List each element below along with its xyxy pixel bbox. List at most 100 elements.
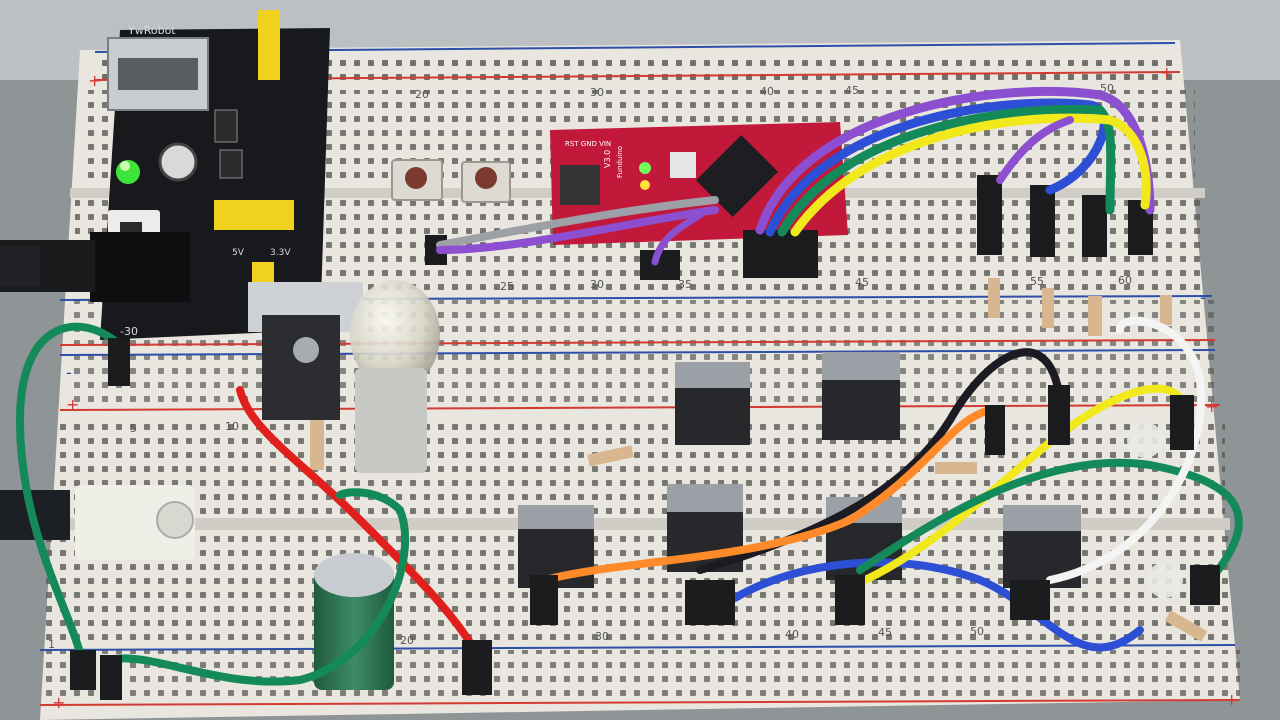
col-num: 1 [48, 638, 55, 651]
col-num: 5 [130, 422, 137, 435]
bottom-row-numbers: 1 20 30 40 45 50 [48, 625, 984, 651]
barrel-jack[interactable] [90, 232, 190, 302]
rail-bottom-blue-line [39, 644, 1236, 651]
header-pin-1 [977, 175, 1002, 255]
push-button-1-cap[interactable] [405, 167, 427, 189]
rail-plus-top-left: + [88, 71, 101, 90]
low-row-numbers: 5 10 [130, 420, 239, 435]
module-code: -30 [120, 325, 138, 338]
col-num: 30 [595, 630, 609, 643]
rail-plus-mid-right: + [1205, 397, 1218, 416]
capacitor-top [314, 553, 394, 597]
resistor [1160, 295, 1172, 325]
wire-connector [100, 655, 122, 700]
label-5v: 5V [232, 248, 245, 258]
potentiometer[interactable] [75, 485, 195, 560]
col-num: 45 [878, 626, 892, 639]
col-num: 55 [1030, 275, 1044, 288]
wire-purple-nano [651, 211, 704, 266]
clear-led-2 [1147, 562, 1183, 598]
electrolytic-cap-small [158, 142, 198, 182]
electrolytic-capacitor [314, 553, 394, 690]
wire-end-connectors [70, 338, 1220, 700]
resistor [935, 462, 977, 474]
col-num: 25 [500, 280, 514, 293]
volt-label: 3.3V [270, 248, 291, 258]
wire-white [1046, 316, 1206, 584]
bulb-glass [350, 280, 440, 390]
wire-connector [108, 338, 130, 386]
push-button-1[interactable] [391, 159, 443, 201]
strip-lower-a [55, 420, 1225, 515]
push-button-2[interactable] [461, 161, 511, 203]
dc-cable [0, 246, 40, 286]
col-num: 35 [678, 278, 692, 291]
rail-bottom [40, 650, 1240, 700]
col-num: 60 [1118, 274, 1132, 287]
nano-led-yellow [640, 180, 650, 190]
mosfet-tab [822, 352, 900, 380]
nano-led-green [639, 162, 651, 174]
wire-purple-short [996, 116, 1074, 184]
header-pin-3 [1082, 195, 1107, 257]
nano-version: V3.0 [603, 150, 612, 168]
regulator-small-2 [219, 149, 243, 179]
rail-mid-red-1 [59, 339, 1216, 346]
col-num: 20 [415, 88, 429, 101]
col-num: 10 [225, 420, 239, 433]
jumper-wires [15, 86, 1243, 686]
wire-connector [1190, 565, 1220, 605]
col-num: 30 [590, 86, 604, 99]
jumper-header-row[interactable] [214, 200, 294, 230]
jumper-header-top[interactable] [258, 10, 280, 80]
wire-connector [685, 580, 735, 625]
col-num: 40 [760, 85, 774, 98]
col-num: 30 [590, 278, 604, 291]
potentiometer-knob[interactable] [156, 501, 194, 539]
wire-connector [1170, 395, 1194, 450]
mosfet-tab [667, 484, 743, 512]
rail-plus-top-right: + [1160, 63, 1173, 82]
nano-reset-button[interactable] [670, 152, 696, 178]
wire-connector [530, 575, 558, 625]
col-num: 45 [855, 276, 869, 289]
usb-port-inner [118, 58, 198, 90]
nano-header-left [560, 165, 600, 205]
resistor-row-top [988, 278, 1172, 336]
rail-plus-bottom-left: + [52, 693, 65, 712]
mosfet-row-upper [675, 352, 900, 445]
wire-green-top [777, 104, 1116, 237]
mid-row-numbers: 25 30 35 45 55 60 [500, 274, 1132, 293]
wire-grey-left [436, 196, 719, 249]
green-led-glow [120, 161, 130, 171]
power-module-brand: YwRobot [127, 24, 176, 37]
rail-plus-bottom-right: + [1225, 690, 1238, 709]
top-row-numbers: 20 30 40 45 50 [415, 82, 1114, 101]
wire-orange [541, 406, 994, 584]
wire-connector [462, 640, 492, 695]
rail-plus-mid-left: + [66, 395, 79, 414]
power-supply-module: YwRobot 3.3V 5V -30 [0, 10, 330, 340]
light-bulb [350, 280, 440, 473]
regulator-small-1 [214, 109, 238, 143]
header-connector-a [743, 230, 818, 278]
clear-led-1 [1127, 422, 1163, 458]
wire-green-bottom [106, 488, 410, 686]
resistor [310, 420, 324, 470]
wire-yellow-top [790, 113, 1151, 237]
wire-red [236, 386, 484, 664]
resistor [1164, 610, 1208, 642]
heatsink-regulator [248, 282, 363, 420]
rail-bottom-red-line [39, 699, 1241, 706]
col-num: 40 [785, 628, 799, 641]
wire-connector [835, 575, 865, 625]
mosfet-tab [518, 505, 594, 529]
nano-brand: Funduino [616, 146, 624, 178]
push-button-2-cap[interactable] [475, 167, 497, 189]
bulb-socket [355, 368, 427, 473]
wire-purple-left [436, 206, 719, 254]
wire-connector [1010, 580, 1050, 620]
mosfet-tab [675, 362, 750, 388]
wire-green-bottom-right [856, 458, 1243, 584]
rail-minus-mid-left: - [66, 363, 72, 382]
